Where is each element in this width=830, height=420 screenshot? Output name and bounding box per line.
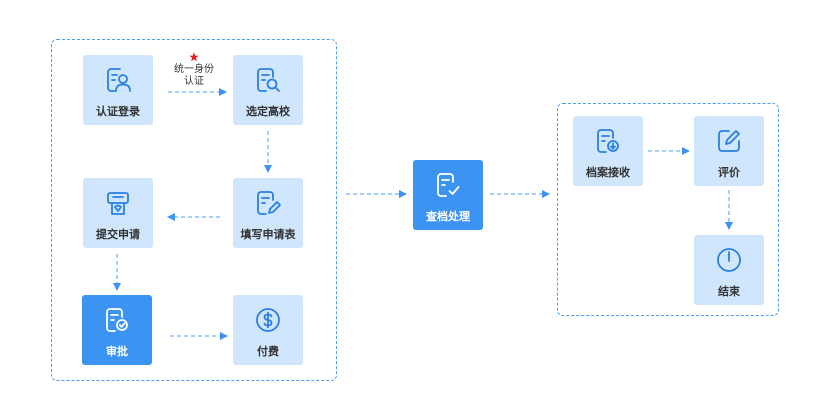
step-submit[interactable]: 提交申请	[83, 178, 153, 248]
step-pay-label: 付费	[257, 345, 279, 358]
user-card-icon	[107, 68, 131, 92]
step-review-label: 评价	[718, 166, 740, 179]
archive-phase-group	[557, 103, 779, 316]
dollar-icon	[256, 308, 280, 332]
document-check-icon	[437, 173, 460, 197]
apply-phase-group	[51, 39, 337, 381]
step-fill-form-label: 填写申请表	[240, 228, 296, 241]
step-select-school[interactable]: 选定高校	[233, 55, 303, 125]
document-check-icon	[106, 308, 128, 332]
step-receive-archive-label: 档案接收	[586, 166, 630, 179]
step-fill-form[interactable]: 填写申请表	[233, 178, 303, 248]
step-login[interactable]: 认证登录	[83, 55, 153, 125]
power-icon	[717, 248, 741, 272]
step-pay[interactable]: 付费	[233, 295, 303, 365]
step-process-archive[interactable]: 查档处理	[413, 160, 483, 230]
identity-auth-note: 统一身份 认证	[166, 64, 222, 88]
step-process-archive-label: 查档处理	[426, 210, 470, 223]
document-edit-icon	[257, 191, 281, 215]
step-receive-archive[interactable]: 档案接收	[573, 116, 643, 186]
pencil-icon	[718, 130, 740, 152]
step-approve[interactable]: 审批	[82, 295, 152, 365]
step-end[interactable]: 结束	[694, 235, 764, 305]
step-submit-label: 提交申请	[96, 228, 140, 241]
identity-auth-note-line2: 认证	[184, 76, 204, 87]
step-select-school-label: 选定高校	[246, 105, 290, 118]
document-download-icon	[597, 129, 619, 153]
star-icon	[189, 52, 199, 62]
step-approve-label: 审批	[106, 345, 128, 358]
printer-icon	[107, 192, 129, 215]
step-end-label: 结束	[718, 285, 740, 298]
step-review[interactable]: 评价	[694, 116, 764, 186]
identity-auth-note-line1: 统一身份	[174, 64, 214, 75]
step-login-label: 认证登录	[96, 105, 140, 118]
document-search-icon	[257, 68, 280, 92]
